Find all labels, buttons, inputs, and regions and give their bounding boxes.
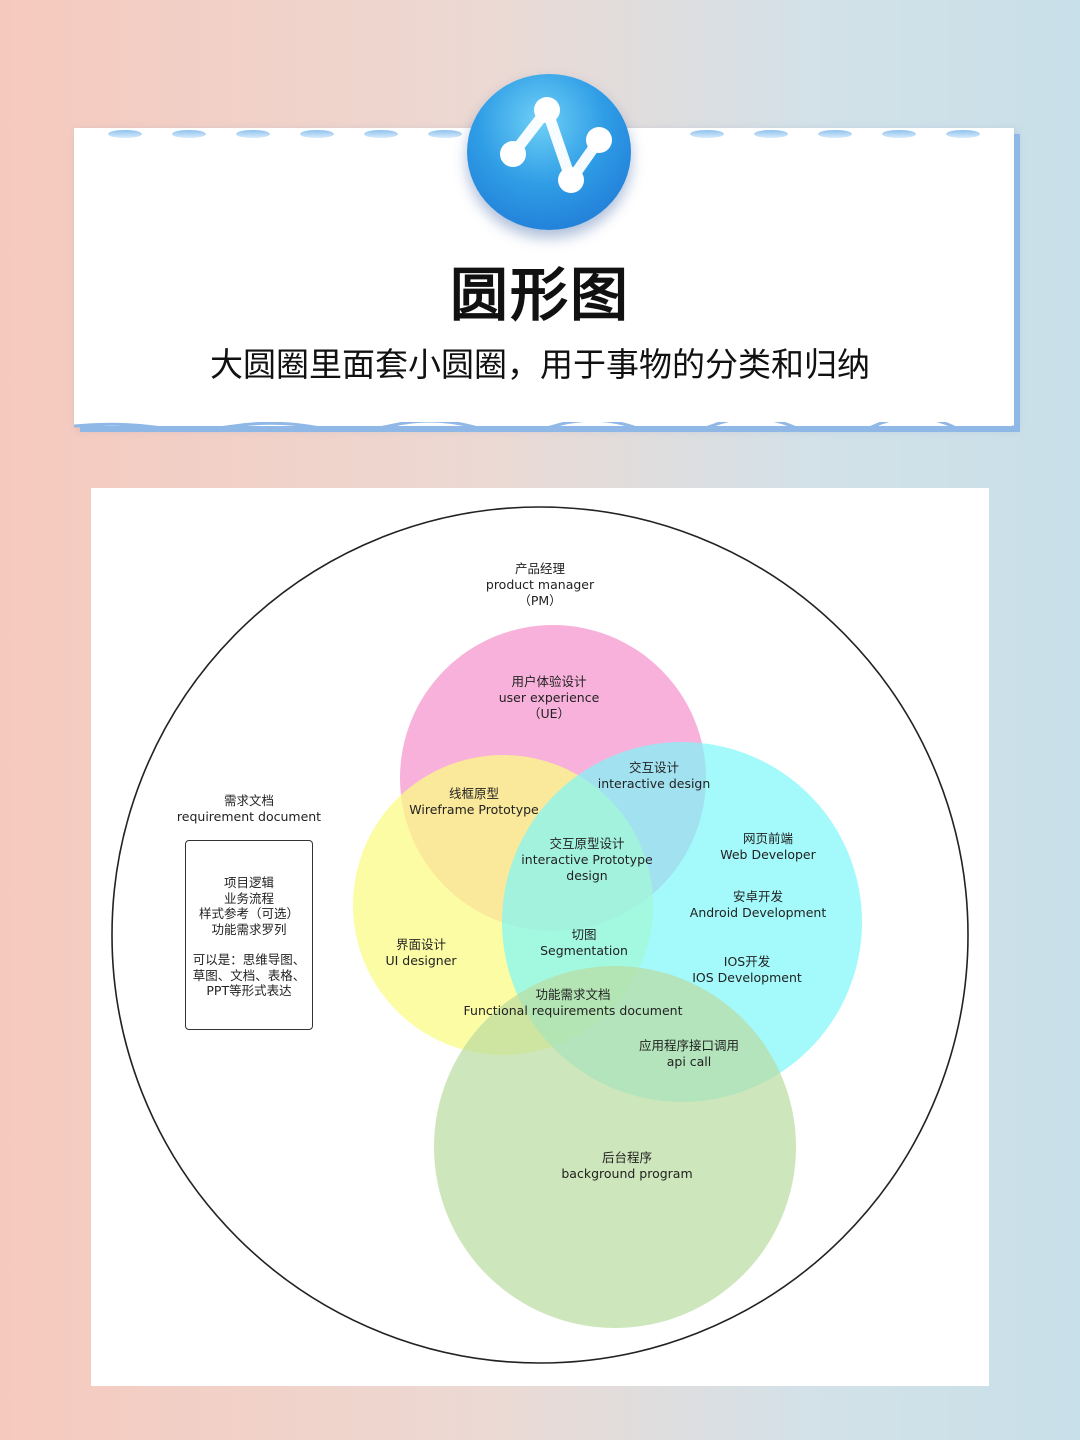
label-functional-requirements: 功能需求文档 Functional requirements document: [463, 987, 683, 1018]
label-segmentation: 切图 Segmentation: [540, 927, 628, 958]
label-api-call: 应用程序接口调用 api call: [638, 1038, 740, 1069]
label-interactive-design: 交互设计 interactive design: [597, 760, 711, 791]
requirement-box: 项目逻辑 业务流程 样式参考（可选） 功能需求罗列 可以是：思维导图、 草图、文…: [185, 840, 313, 1030]
label-ios: IOS开发 IOS Development: [692, 954, 802, 985]
label-wireframe: 线框原型 Wireframe Prototype: [409, 786, 539, 817]
label-pm: 产品经理 product manager （PM）: [485, 561, 595, 608]
label-interactive-prototype: 交互原型设计 interactive Prototype design: [521, 836, 653, 883]
network-line-icon: [500, 97, 612, 193]
outer-circle-pm: [111, 506, 969, 1364]
torn-edge: [74, 422, 1014, 432]
label-ue: 用户体验设计 user experience （UE）: [498, 674, 600, 721]
logo-badge: [467, 74, 631, 230]
label-android: 安卓开发 Android Development: [689, 889, 827, 920]
label-requirement-document: 需求文档 requirement document: [176, 793, 322, 824]
label-background-program: 后台程序 background program: [561, 1150, 693, 1181]
page-subtitle: 大圆圈里面套小圆圈，用于事物的分类和归纳: [210, 345, 870, 384]
circle-backend: [434, 966, 796, 1328]
circle-diagram: [111, 506, 969, 1364]
diagram-panel: 产品经理 product manager （PM） 需求文档 requireme…: [91, 488, 989, 1386]
page-title: 圆形图: [449, 261, 630, 329]
binder-holes: [74, 128, 1014, 142]
label-web-developer: 网页前端 Web Developer: [720, 831, 816, 862]
label-ui-designer: 界面设计 UI designer: [385, 937, 457, 968]
